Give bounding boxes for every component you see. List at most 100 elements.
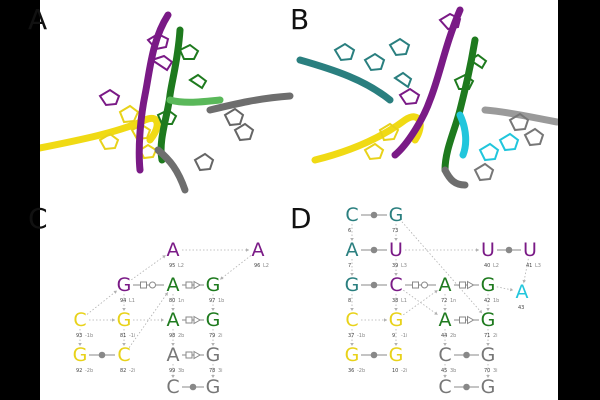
panel-a-bases-gray: [193, 107, 255, 172]
panel-c-nucleotide-number: 95: [169, 263, 175, 269]
panel-d-nucleotide-number: 72: [441, 298, 447, 304]
panel-d-nucleotide-number: 40: [484, 263, 490, 269]
panel-d-link-dot: [350, 224, 354, 241]
panel-d-link-dot: [486, 294, 490, 311]
panel-c-nucleotide-region: L2: [263, 263, 269, 269]
panel-c-nucleotide-region: -1i: [129, 333, 135, 339]
panel-d-link-wc: [454, 351, 479, 359]
panel-c-nucleotide-letter: C: [73, 309, 86, 331]
panel-d-nucleotide-letter: G: [389, 309, 404, 331]
panel-d-nucleotide: G10-2i: [389, 344, 408, 374]
panel-d-nucleotide-region: L3: [535, 263, 541, 269]
panel-d-link-dot: [486, 364, 490, 378]
panel-a-3d-structure: [40, 11, 294, 194]
panel-d-nucleotide-letter: A: [439, 274, 452, 296]
panel-d-nucleotide-region: 1b: [493, 298, 499, 304]
panel-c-link-dot: [171, 329, 175, 346]
panel-d-link-dot: [394, 294, 398, 311]
panel-b-bases-teal: [333, 37, 413, 89]
panel-c-nucleotide-region: 3b: [178, 368, 184, 374]
panel-d-link-wc: [361, 281, 387, 289]
panel-c-link-tri: [182, 315, 204, 325]
panel-b-bases-gray: [473, 112, 545, 182]
panel-d-nucleotide: C37-1b: [345, 309, 365, 339]
panel-d-link-dot: [486, 329, 490, 346]
panel-d-nucleotide: A43: [516, 281, 529, 311]
panel-c-nucleotide-number: 79: [209, 333, 215, 339]
panel-c-nucleotide-number: 92: [76, 368, 82, 374]
panel-d-link-wc: [497, 246, 521, 254]
panel-c-link-dot: [122, 294, 126, 311]
panel-d-nucleotide-letter: G: [481, 344, 496, 366]
panel-d-nucleotide-letter: G: [481, 309, 496, 331]
panel-c-nucleotide: G774i: [206, 376, 221, 398]
panel-c-nucleotide-letter: G: [206, 274, 221, 296]
panel-d-link-dot: [401, 221, 483, 314]
panel-d-nucleotide-region: 3i: [493, 368, 498, 374]
panel-c-nucleotide-letter: A: [252, 239, 265, 261]
left-black-border: [0, 0, 40, 400]
panel-c-nucleotide-letter: G: [117, 309, 132, 331]
panel-d-nucleotide-letter: C: [345, 204, 358, 226]
panel-d-link-dot: [394, 329, 398, 346]
panel-d-nucleotide-number: 9: [392, 333, 395, 339]
panel-d-nucleotide-number: 37: [348, 333, 354, 339]
panel-d-nucleotide-number: 7: [348, 263, 351, 269]
panel-d-link-wc: [454, 383, 479, 391]
panel-c-nucleotide-number: 82: [120, 368, 126, 374]
panel-c-link-dot: [78, 329, 82, 346]
panel-d-nucleotide: G36-2b: [345, 344, 366, 374]
panel-c-link-tri: [182, 350, 204, 360]
panel-b-bases-cyan: [478, 132, 520, 162]
panel-d-nucleotide-number: 8: [348, 298, 351, 304]
panel-d-nucleotide-number: 44: [441, 333, 447, 339]
panel-c-link-wc: [89, 351, 115, 359]
panel-d-nucleotide-number: 73: [392, 228, 398, 234]
panel-d-nucleotide-letter: G: [345, 274, 360, 296]
panel-d-nucleotide-number: 6: [348, 228, 351, 234]
panel-d-nucleotide-number: 10: [392, 368, 398, 374]
panel-d-nucleotide-region: 2i: [493, 333, 498, 339]
panel-d-nucleotide: C6: [345, 204, 358, 234]
panel-d-nucleotide-number: 70: [484, 368, 490, 374]
panel-d-nucleotide-letter: G: [345, 344, 360, 366]
panel-d-link-wc: [361, 246, 387, 254]
panel-d-link-dot: [350, 294, 354, 311]
panel-d-nucleotide: G8: [345, 274, 360, 304]
panel-d-nucleotide-letter: A: [346, 239, 359, 261]
panel-c-nucleotide-number: 97: [209, 298, 215, 304]
panel-d-nucleotide-region: -1b: [357, 333, 365, 339]
panel-b-bases-green: [453, 53, 488, 90]
panel-c-link-dot: [171, 364, 175, 378]
panel-d-nucleotide-letter: G: [481, 376, 496, 398]
panel-c-nucleotide-letter: G: [73, 344, 88, 366]
panel-c-link-sq: [133, 281, 164, 289]
panel-c-link-dot: [211, 294, 215, 311]
panel-d-link-dot: [496, 286, 514, 292]
panel-d-nucleotide-number: 36: [348, 368, 354, 374]
panel-label-b: B: [290, 3, 310, 36]
panel-c-nucleotide-number: 80: [169, 298, 175, 304]
panel-c-nucleotide-region: -1b: [85, 333, 93, 339]
panel-c-nucleotide-number: 93: [76, 333, 82, 339]
panel-d-nucleotide-number: 41: [526, 263, 532, 269]
panel-d-link-dot: [350, 329, 354, 346]
panel-d-link-tri: [454, 315, 479, 325]
panel-c-nucleotide-region: 2b: [178, 333, 184, 339]
panel-c-nucleotide-region: -2b: [85, 368, 93, 374]
panel-d-nucleotide-region: -1i: [401, 333, 407, 339]
panel-d-nucleotide-letter: C: [438, 344, 451, 366]
panel-c-nucleotide: G 92-2b: [73, 344, 94, 374]
panel-label-a: A: [28, 3, 48, 36]
panel-b-bases-purple: [398, 12, 462, 106]
panel-d-link-dot: [443, 364, 447, 378]
